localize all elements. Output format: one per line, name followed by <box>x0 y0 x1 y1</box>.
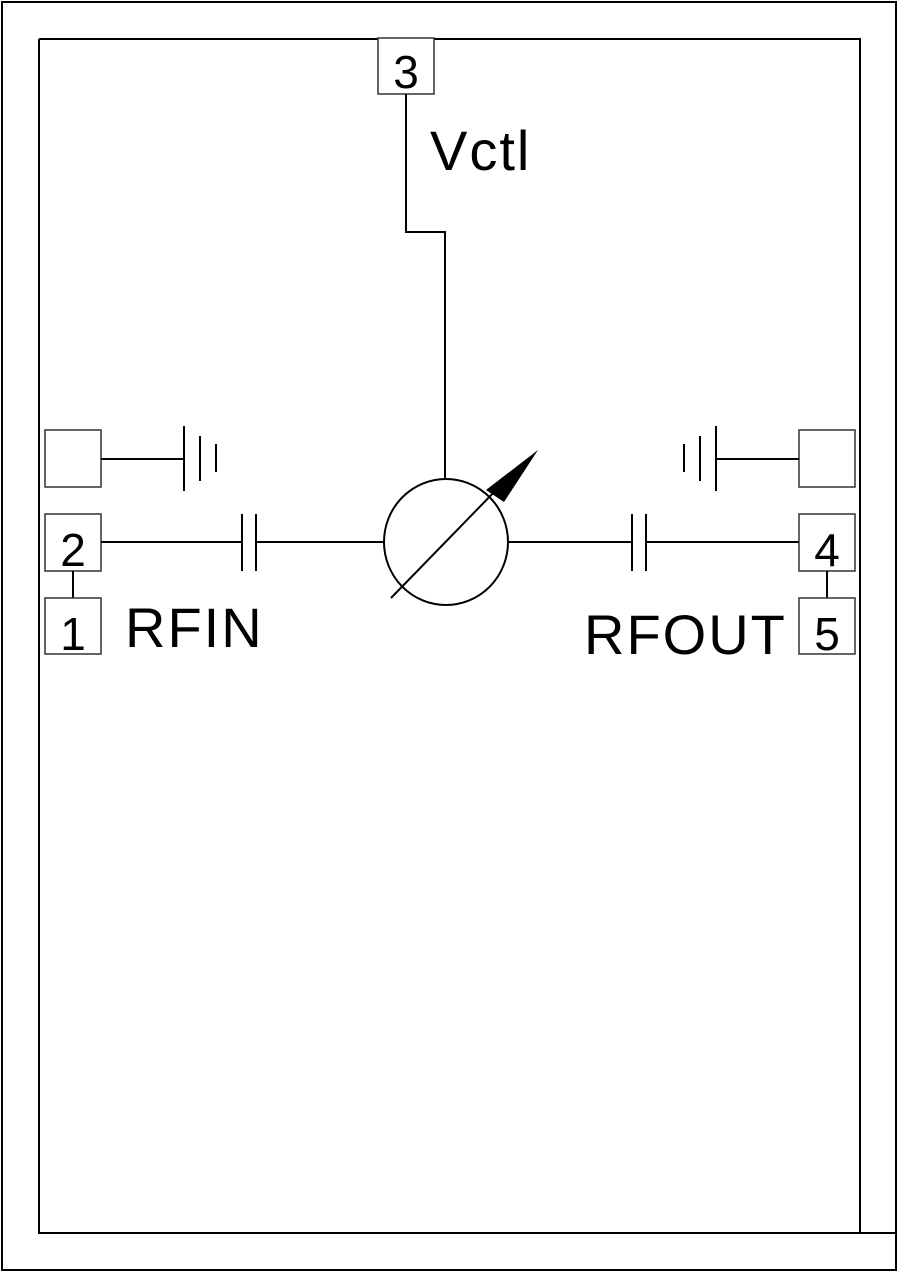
pin-2-number: 2 <box>60 524 86 576</box>
pin-5-number: 5 <box>814 608 840 660</box>
left-ground-icon <box>183 426 217 491</box>
pin-5: 5 <box>798 597 856 660</box>
right-ground-icon <box>683 426 717 491</box>
pin-4: 4 <box>798 513 856 576</box>
phase-shifter-icon <box>383 450 538 606</box>
pin-3: 3 <box>377 37 435 98</box>
pin-1-number: 1 <box>60 608 86 660</box>
pin-4-number: 4 <box>814 524 840 576</box>
pin-3-number: 3 <box>393 46 419 98</box>
right-ground-pad <box>716 429 856 488</box>
left-ground-pad <box>44 429 184 488</box>
inner-frame <box>38 38 896 1234</box>
pin-1: 1 <box>44 597 102 660</box>
rfin-label: RFIN <box>125 596 264 659</box>
vctl-wire <box>405 94 446 480</box>
pin-2: 2 <box>44 513 102 576</box>
input-capacitor-icon <box>241 514 257 571</box>
vctl-label: Vctl <box>430 119 531 182</box>
output-capacitor-icon <box>631 514 647 571</box>
rfout-label: RFOUT <box>584 603 787 666</box>
